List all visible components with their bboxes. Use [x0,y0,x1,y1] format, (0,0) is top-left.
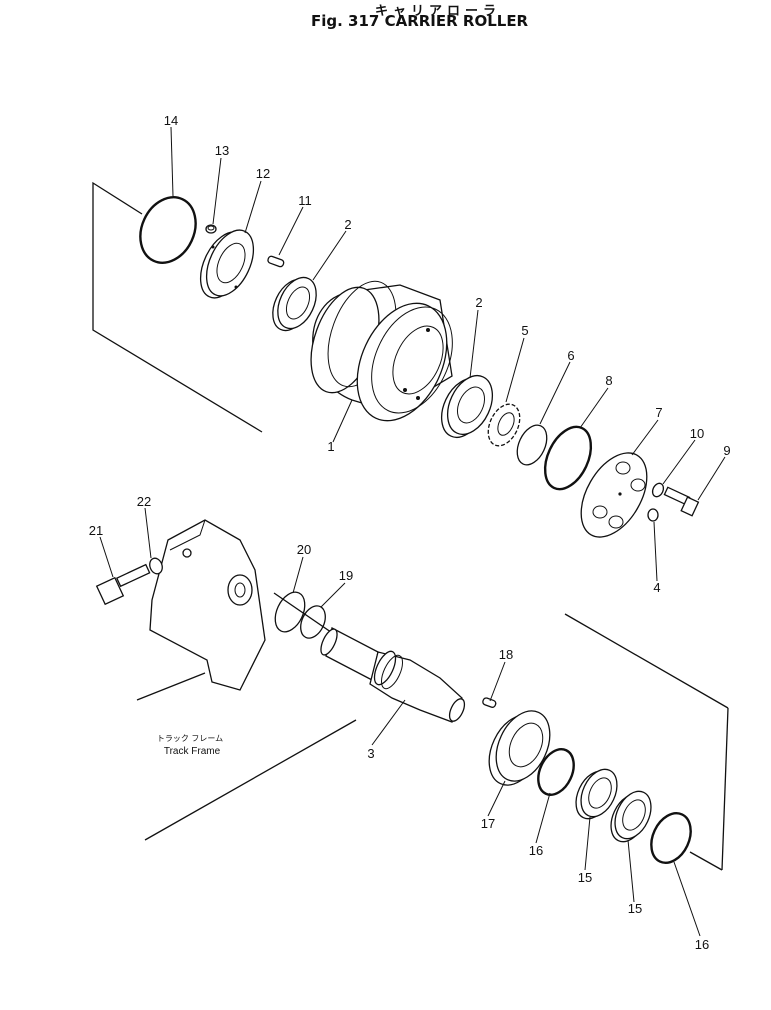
part-6-snap-ring [516,424,548,466]
part-16-o-ring-right [650,812,692,864]
label-3: 3 [367,746,374,761]
label-17: 17 [481,816,495,831]
label-2-upper-left: 2 [344,217,351,232]
label-5: 5 [521,323,528,338]
label-13: 13 [215,143,229,158]
label-6: 6 [567,348,574,363]
label-21: 21 [89,523,103,538]
part-13-plug [205,224,217,234]
part-9-bolt [663,486,700,517]
label-14: 14 [164,113,178,128]
part-19-o-ring [300,605,326,639]
part-15-floating-seal-left [575,768,618,820]
track-frame-bracket [149,519,266,691]
label-18: 18 [499,647,513,662]
label-15-right: 15 [628,901,642,916]
part-16-o-ring-left [537,748,575,796]
label-12: 12 [256,166,270,181]
part-2-bearing-right [440,375,494,438]
label-16-right: 16 [695,937,709,952]
label-2-upper-right: 2 [475,295,482,310]
part-7-cover-plate [580,452,648,538]
figure-title: Fig. 317 CARRIER ROLLER [311,12,529,30]
label-4: 4 [653,580,660,595]
label-10: 10 [690,426,704,441]
part-17-seal-holder [488,710,551,786]
label-7: 7 [655,405,662,420]
title-japanese: キャリアローラ [375,4,502,19]
part-12-cover [199,229,255,299]
label-9: 9 [723,443,730,458]
leader-lines [99,126,726,937]
part-22-washer [149,557,163,575]
label-1: 1 [327,439,334,454]
part-20-snap-ring [274,591,306,633]
label-15-left: 15 [578,870,592,885]
part-2-bearing-left [272,276,317,332]
part-3-shaft [320,627,466,723]
part-15-floating-seal-right [610,790,652,843]
part-21-bolt [95,563,151,606]
part-5-nut [487,403,521,447]
part-10-washer [651,482,665,498]
track-frame-note-jp: トラック フレーム [157,734,223,743]
part-labels: 14 13 12 11 2 1 2 5 6 8 7 10 9 4 21 22 2… [89,113,731,952]
part-4-plug [647,508,659,522]
track-frame-note: トラック フレーム Track Frame [157,734,223,757]
label-11: 11 [298,193,312,208]
part-14-o-ring [139,196,197,264]
part-11-pin [267,255,285,268]
part-8-o-ring [543,425,593,491]
track-frame-note-en: Track Frame [164,746,221,757]
part-1-roller [310,280,453,422]
label-22: 22 [137,494,151,509]
label-19: 19 [339,568,353,583]
label-16-left: 16 [529,843,543,858]
boundary-lines [92,181,729,871]
part-18-pin [482,697,497,708]
label-20: 20 [297,542,311,557]
label-8: 8 [605,373,612,388]
